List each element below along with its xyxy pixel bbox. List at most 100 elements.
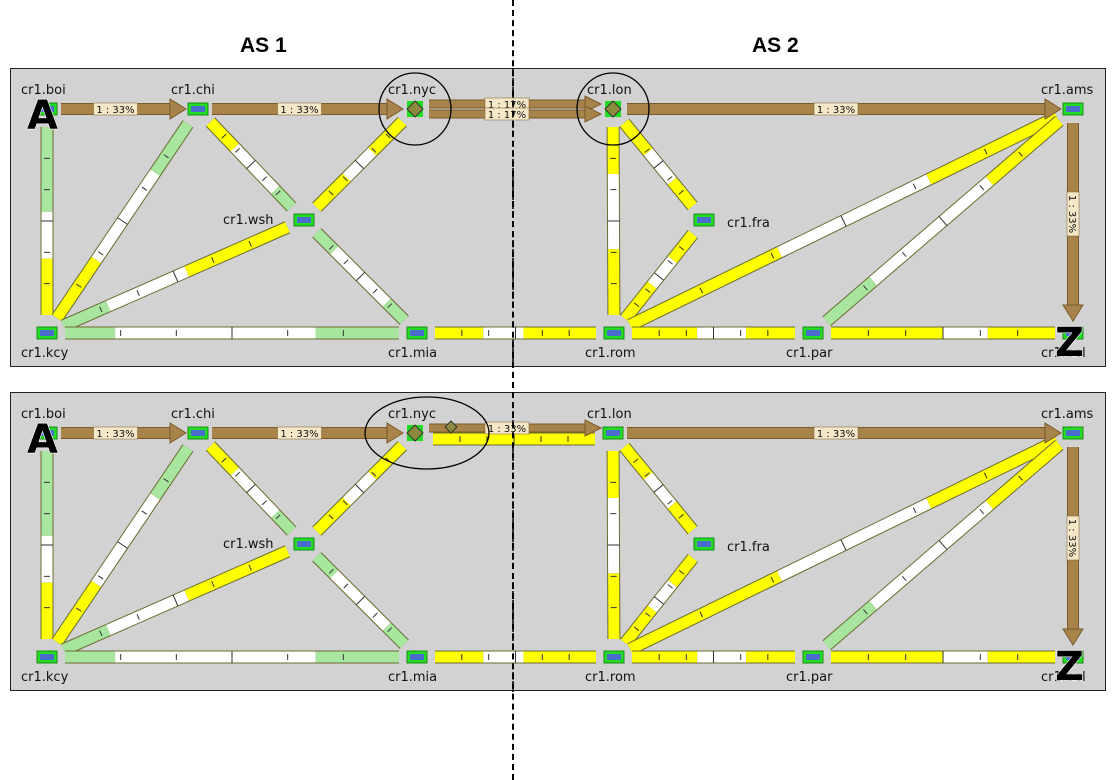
link-tick — [653, 160, 664, 169]
node-boi[interactable] — [36, 102, 58, 116]
link-rom-lon[interactable] — [606, 450, 621, 640]
node-core — [191, 106, 205, 112]
link-mia-rom[interactable] — [435, 326, 596, 340]
flow-lon-ams[interactable]: 1 : 33% — [627, 98, 1062, 120]
node-rom[interactable] — [603, 326, 625, 340]
link-kcy-chi[interactable] — [51, 120, 194, 322]
node-fra[interactable] — [693, 213, 715, 227]
node-hub-diamond — [406, 100, 424, 118]
node-label-mia: cr1.mia — [388, 670, 437, 685]
link-lon-fra[interactable] — [619, 118, 698, 211]
link-kcy-chi[interactable] — [51, 444, 194, 646]
flow-nyc-lon[interactable]: 1 : 17% — [429, 95, 603, 113]
link-rom-lon[interactable] — [606, 126, 621, 316]
flow-arrowhead — [1062, 628, 1084, 646]
node-lon[interactable] — [602, 426, 624, 440]
link-tick — [938, 216, 948, 226]
node-kcy[interactable] — [36, 650, 58, 664]
link-segment — [312, 497, 351, 536]
node-nyc[interactable] — [406, 424, 424, 442]
node-label-par: cr1.par — [786, 346, 833, 361]
link-rom-par[interactable] — [632, 650, 795, 664]
flow-label-box — [1066, 515, 1080, 561]
link-tick — [645, 288, 651, 293]
node-par[interactable] — [802, 650, 824, 664]
link-segment — [644, 472, 677, 509]
link-tick — [141, 186, 148, 191]
link-kcy-boi[interactable] — [40, 451, 54, 639]
link-nyc-lon[interactable] — [433, 432, 595, 446]
node-label-chi: cr1.chi — [171, 407, 215, 422]
link-kcy-wsh[interactable] — [60, 221, 291, 332]
flow-chi-nyc[interactable]: 1 : 33% — [212, 98, 404, 120]
node-fra[interactable] — [693, 537, 715, 551]
node-lon[interactable] — [604, 100, 622, 118]
node-bel[interactable] — [1062, 326, 1084, 340]
node-chi[interactable] — [187, 426, 209, 440]
link-tick — [136, 289, 140, 296]
link-par-ams[interactable] — [822, 439, 1064, 651]
node-mia[interactable] — [406, 326, 428, 340]
node-core — [697, 541, 711, 547]
link-tick — [371, 147, 377, 153]
flow-label-text: 1 : 17% — [488, 100, 526, 111]
node-nyc[interactable] — [406, 100, 424, 118]
link-par-bel[interactable] — [831, 650, 1055, 664]
node-ams[interactable] — [1062, 426, 1084, 440]
endpoint-z-marker: Z — [1055, 320, 1084, 366]
link-tick — [355, 271, 366, 282]
link-wsh-mia[interactable] — [312, 552, 409, 649]
link-segment — [869, 176, 994, 286]
node-label-par: cr1.par — [786, 670, 833, 685]
link-rom-ams[interactable] — [627, 111, 1060, 331]
link-kcy-boi[interactable] — [40, 127, 54, 315]
link-segment — [627, 247, 782, 331]
link-wsh-mia[interactable] — [312, 228, 409, 325]
link-par-ams[interactable] — [822, 115, 1064, 327]
node-wsh[interactable] — [293, 537, 315, 551]
node-core — [806, 330, 820, 336]
link-rom-fra[interactable] — [620, 230, 698, 323]
link-segment — [823, 600, 877, 650]
link-wsh-nyc[interactable] — [312, 441, 407, 536]
node-core — [40, 654, 54, 660]
link-wsh-nyc[interactable] — [312, 117, 407, 212]
link-kcy-wsh[interactable] — [60, 545, 291, 656]
flow-ams-bel[interactable]: 1 : 33% — [1062, 123, 1084, 322]
link-kcy-mia[interactable] — [65, 326, 399, 340]
link-tick — [372, 288, 378, 294]
link-tick — [354, 483, 365, 494]
link-par-bel[interactable] — [831, 326, 1055, 340]
node-layer — [36, 424, 1084, 664]
node-par[interactable] — [802, 326, 824, 340]
link-segment — [106, 266, 189, 312]
node-wsh[interactable] — [293, 213, 315, 227]
link-rom-fra[interactable] — [620, 554, 698, 647]
link-layer — [40, 432, 1064, 664]
link-chi-wsh[interactable] — [205, 441, 297, 536]
link-mia-rom[interactable] — [435, 650, 596, 664]
flow-arrowhead — [1044, 98, 1062, 120]
link-rom-par[interactable] — [632, 326, 795, 340]
link-tick — [678, 245, 685, 251]
flow-ams-bel[interactable]: 1 : 33% — [1062, 447, 1084, 646]
link-segment — [52, 580, 101, 646]
node-mia[interactable] — [406, 650, 428, 664]
node-ams[interactable] — [1062, 102, 1084, 116]
flow-chi-nyc[interactable]: 1 : 33% — [212, 422, 404, 444]
node-chi[interactable] — [187, 102, 209, 116]
node-label-bel: cr1.bel — [1041, 346, 1086, 361]
flow-lon-ams[interactable]: 1 : 33% — [627, 422, 1062, 444]
flow-boi-chi[interactable]: 1 : 33% — [61, 422, 187, 444]
link-rom-ams[interactable] — [627, 435, 1060, 655]
flow-nyc-lon[interactable]: 1 : 17% — [429, 105, 603, 123]
link-kcy-mia[interactable] — [65, 650, 399, 664]
link-lon-fra[interactable] — [619, 442, 698, 535]
node-label-rom: cr1.rom — [585, 670, 636, 685]
node-bel[interactable] — [1062, 650, 1084, 664]
node-boi[interactable] — [36, 426, 58, 440]
link-chi-wsh[interactable] — [205, 117, 297, 212]
flow-boi-chi[interactable]: 1 : 33% — [61, 98, 187, 120]
node-rom[interactable] — [603, 650, 625, 664]
node-kcy[interactable] — [36, 326, 58, 340]
